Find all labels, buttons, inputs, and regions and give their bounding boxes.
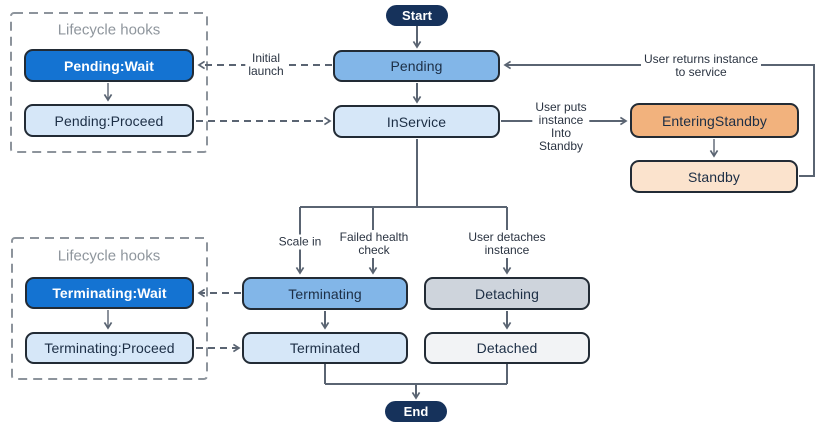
state-inservice: InService [333, 105, 500, 138]
state-detaching: Detaching [424, 277, 590, 310]
edge-label-initial-launch: Initial launch [245, 51, 287, 79]
state-standby: Standby [630, 160, 798, 193]
hook-terminating-wait: Terminating:Wait [25, 277, 194, 309]
lifecycle-hooks-title-pending: Lifecycle hooks [57, 21, 161, 39]
edge-label-user-puts-standby: User puts instance Into Standby [532, 100, 590, 154]
hook-pending-wait: Pending:Wait [24, 49, 194, 82]
state-pending: Pending [333, 50, 500, 82]
state-entering-standby: EnteringStandby [630, 103, 799, 138]
state-terminated: Terminated [242, 332, 408, 364]
hook-pending-proceed: Pending:Proceed [24, 104, 194, 137]
start-terminal: Start [386, 5, 448, 26]
edge-label-failed-health-check: Failed health check [336, 230, 412, 258]
end-terminal: End [385, 401, 447, 422]
edge-label-scale-in: Scale in [275, 234, 325, 250]
edge-label-user-detaches: User detaches instance [465, 230, 549, 258]
lifecycle-hooks-container-pending [10, 12, 208, 153]
lifecycle-hooks-title-terminating: Lifecycle hooks [57, 247, 161, 265]
state-detached: Detached [424, 332, 590, 364]
state-terminating: Terminating [242, 277, 408, 310]
lifecycle-hooks-container-terminating [11, 237, 208, 380]
edge-label-user-returns: User returns instance to service [640, 52, 762, 80]
hook-terminating-proceed: Terminating:Proceed [25, 332, 194, 364]
